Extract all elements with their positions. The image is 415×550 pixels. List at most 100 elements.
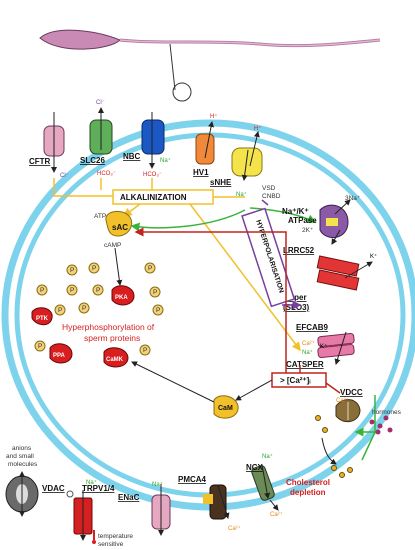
hormone-molecules	[369, 415, 393, 435]
alkalinization-label: ALKALINIZATION	[120, 193, 187, 202]
enac-label: ENaC	[118, 493, 140, 502]
slc26-label: SLC26	[80, 156, 105, 165]
snhe-h-ion: H⁺	[254, 125, 262, 132]
temperature-label-line1: temperature	[98, 533, 133, 540]
ca-to-cam-arrow	[235, 379, 273, 401]
ptk-label: PTK	[36, 316, 49, 322]
p-label-3: P	[148, 265, 152, 272]
enac-channel	[151, 484, 171, 536]
nak-label-line1: Na⁺/K⁺	[282, 207, 309, 216]
p-label-10: P	[156, 307, 160, 314]
snhe-na-ion: Na⁺	[236, 191, 247, 198]
slc26-cl-ion: Cl⁻	[96, 100, 105, 106]
hyperphos-label-line2: sperm proteins	[84, 333, 140, 343]
cholesterol-molecules	[315, 415, 353, 478]
p-label-11: P	[38, 343, 42, 350]
cftr-label: CFTR	[29, 157, 51, 166]
vdac-label: VDAC	[42, 484, 65, 493]
snhe-to-sac-green-arrow	[130, 209, 246, 232]
hyperpolarisation-to-snhe-line	[261, 199, 269, 206]
two-k-label: 2K⁺	[302, 227, 314, 234]
cam-to-camk-arrow	[131, 361, 215, 403]
p-label-12: P	[143, 347, 147, 354]
catsper-k-ion: K⁺	[320, 343, 327, 350]
lrrc52-label: LRRC52	[283, 246, 315, 255]
na-k-atpase	[319, 199, 351, 245]
pmca4-label: PMCA4	[178, 475, 207, 484]
cftr-cl-ion: Cl⁻	[60, 173, 69, 179]
pka-blob	[111, 285, 135, 306]
catsper-na-ion: Na⁺	[302, 349, 313, 356]
vdcc-to-ca-arrow	[325, 382, 341, 394]
sperm-illustration	[39, 29, 381, 102]
pmca4-ca-ion: Ca²⁺	[228, 525, 241, 532]
nbc-na-ion: Na⁺	[160, 157, 171, 164]
ksper-label-line1: KSper	[283, 293, 307, 302]
catsper-channel	[317, 331, 355, 365]
cam-label: CaM	[218, 405, 233, 412]
vsd-label: VSD	[262, 185, 276, 192]
pka-label: PKA	[115, 295, 128, 301]
nbc-channel	[141, 112, 165, 169]
trpv-channel	[73, 490, 93, 541]
snhe-label: sNHE	[210, 178, 232, 187]
sac-label: sAC	[112, 223, 128, 232]
trpv-label: TRPV1/4	[82, 484, 115, 493]
p-label-5: P	[70, 287, 74, 294]
ncx-channel	[251, 464, 279, 511]
anions-label-line2: and small	[6, 453, 34, 460]
anions-label-line3: molecules	[8, 461, 38, 468]
anions-label-line1: anions	[12, 445, 32, 452]
vdcc-label: VDCC	[340, 388, 363, 397]
cholesterol-label-line1: Cholesterol	[286, 478, 330, 487]
p-label-8: P	[58, 307, 62, 314]
phosphate-dots	[34, 262, 164, 356]
vdcc-channel	[335, 399, 361, 423]
ptk-blob	[31, 307, 53, 326]
temperature-icon	[92, 530, 96, 544]
p-label-6: P	[96, 287, 100, 294]
p-label-7: P	[153, 289, 157, 296]
sac-enzyme	[105, 210, 133, 237]
hyperphos-label-line1: Hyperphosphorylation of	[62, 322, 155, 332]
hv1-channel	[195, 121, 215, 165]
ncx-na-ion: Na⁺	[262, 453, 273, 460]
trpv-na-ion: Na⁺	[86, 479, 97, 486]
catsper-label: CATSPER	[286, 360, 324, 369]
three-na-label: 3Na⁺	[345, 195, 361, 202]
cam-protein	[213, 395, 239, 419]
ca-to-sac-arrow	[134, 227, 287, 373]
ncx-label: NCX	[246, 463, 264, 472]
p-label-9: P	[82, 305, 86, 312]
p-label-4: P	[40, 287, 44, 294]
hormones-green-line	[361, 431, 376, 461]
cnbd-label: CNBD	[262, 193, 281, 200]
snhe-to-nak-green-arrow	[249, 207, 317, 223]
p-label-1: P	[70, 267, 74, 274]
slc26-hco3-ion: HCO₃⁻	[97, 171, 116, 177]
atp-label: ATP	[94, 213, 106, 220]
vdac-channel	[5, 471, 39, 517]
efcab9-label: EFCAB9	[296, 323, 329, 332]
ncx-ca-ion: Ca²⁺	[270, 511, 283, 518]
alkalinization-to-catsper-arrow	[189, 203, 301, 352]
hyperpolarisation-box	[241, 207, 296, 308]
ksper-slo3-channel	[316, 255, 373, 291]
camp-to-pka-arrow	[114, 247, 123, 286]
nbc-hco3-ion: HCO₃⁻	[143, 172, 162, 178]
vdac-small-marker-icon	[66, 490, 74, 498]
ksper-k-ion: K⁺	[370, 253, 377, 260]
cholesterol-label-line2: depletion	[290, 488, 326, 497]
hormones-label: hormones	[372, 409, 402, 416]
snhe-channel	[231, 131, 263, 181]
pmca4-channel	[203, 484, 230, 520]
camk-label: CaMK	[106, 357, 124, 363]
ppa-blob	[49, 343, 73, 364]
cftr-to-alkalinization-arrow	[53, 178, 113, 197]
slc26-channel	[89, 107, 113, 155]
cftr-channel	[43, 112, 65, 173]
hv1-label: HV1	[193, 168, 209, 177]
p-label-2: P	[92, 265, 96, 272]
